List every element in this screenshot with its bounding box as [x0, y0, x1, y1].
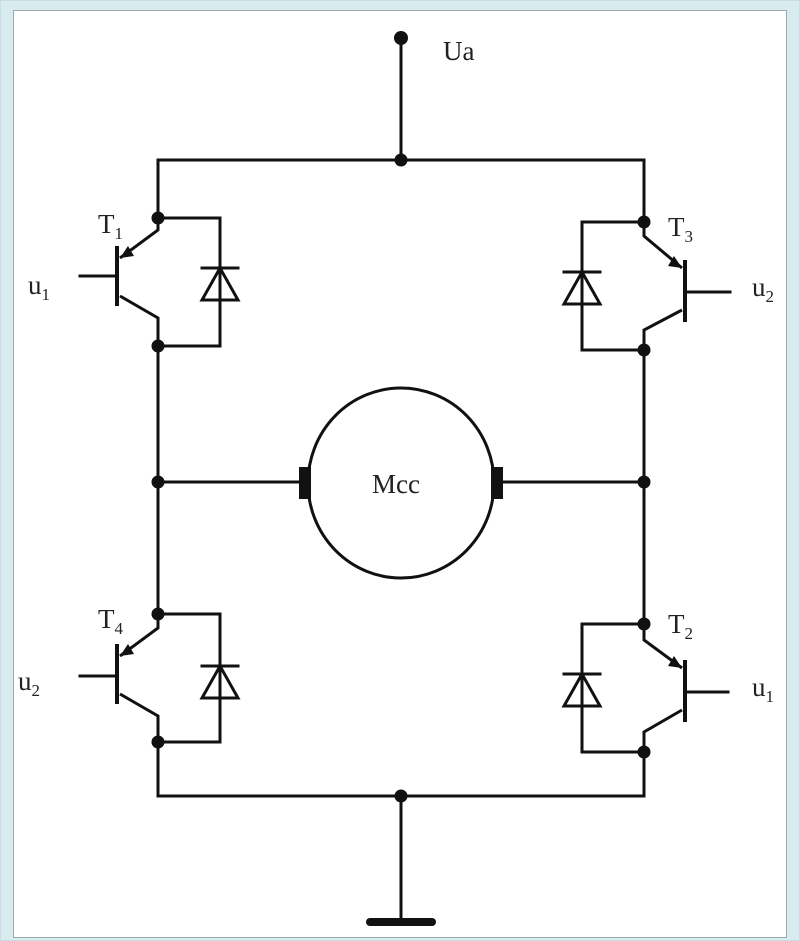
- t3-label: T3: [668, 212, 693, 246]
- t2-label: T2: [668, 609, 693, 643]
- u2-left-label: u2: [18, 666, 40, 700]
- right-leg-wiring: [498, 158, 651, 798]
- transistor-t2: [561, 617, 730, 759]
- supply-terminal: [394, 31, 408, 45]
- transistor-t3: [561, 215, 732, 357]
- t1-label: T1: [98, 209, 123, 243]
- t4-label: T4: [98, 604, 124, 638]
- u2-right-label: u2: [752, 272, 774, 306]
- motor-label: Mcc: [372, 469, 420, 499]
- motor: [299, 386, 503, 580]
- motor-brush-right: [491, 467, 503, 499]
- diode-d3: [561, 268, 603, 306]
- u1-right-label: u1: [752, 672, 774, 706]
- transistor-t1: [78, 211, 241, 353]
- transistor-t4: [78, 607, 241, 749]
- supply-label: Ua: [443, 36, 474, 66]
- u1-left-label: u1: [28, 270, 50, 304]
- motor-brush-left: [299, 467, 311, 499]
- left-leg-wiring: [151, 158, 304, 798]
- diode-d4: [199, 662, 241, 700]
- supply-rail: [156, 31, 646, 167]
- ground-rail: [156, 789, 646, 926]
- diode-d1: [199, 264, 241, 302]
- diode-d2: [561, 670, 603, 708]
